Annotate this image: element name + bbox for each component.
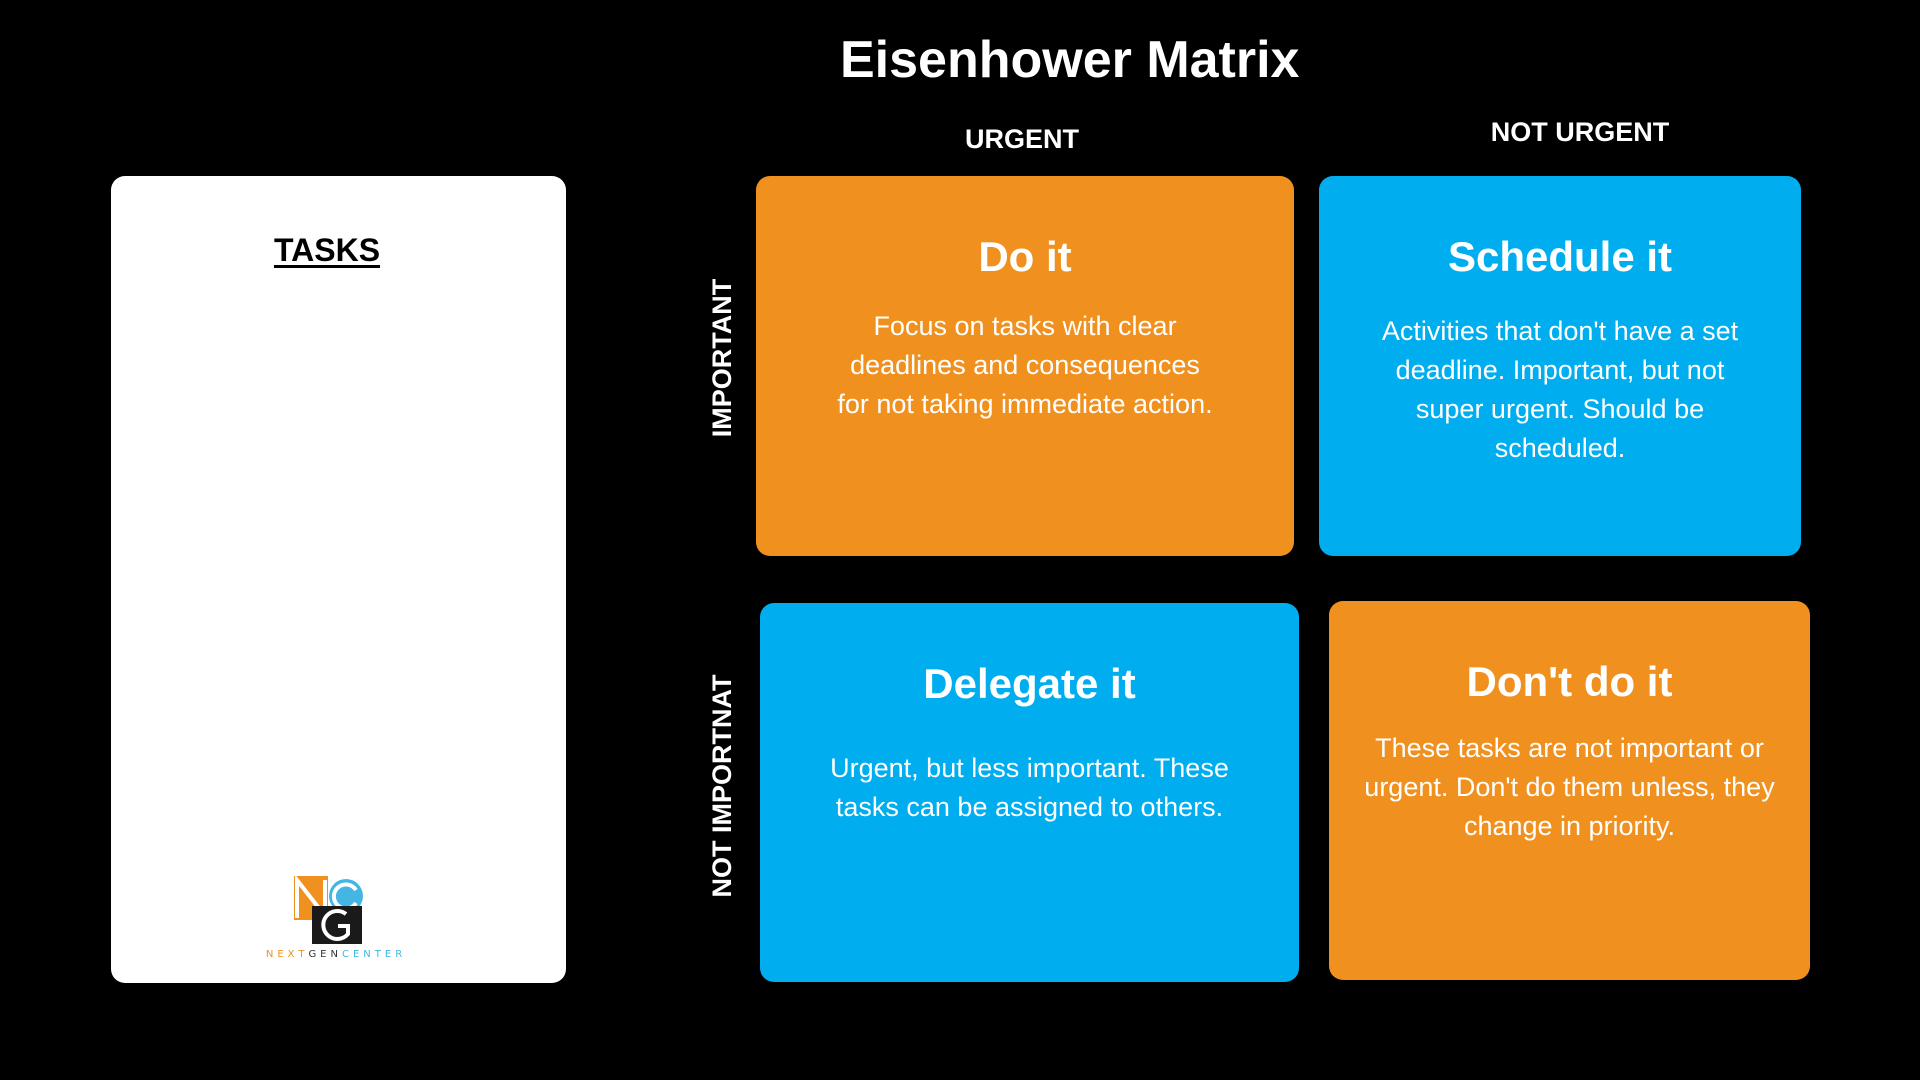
tasks-panel: TASKS NEXTGENCENTER [111, 176, 566, 983]
quadrant-description: Focus on tasks with clear deadlines and … [837, 311, 1213, 419]
quadrant-description: Urgent, but less important. These tasks … [830, 753, 1229, 822]
nextgencenter-logo: NEXTGENCENTER [256, 876, 416, 966]
logo-text-next: NEXT [265, 949, 309, 960]
quadrant-schedule-it: Schedule it Activities that don't have a… [1319, 176, 1801, 556]
quadrant-title: Delegate it [923, 660, 1136, 707]
logo-wordmark: NEXTGENCENTER [256, 948, 416, 962]
quadrant-description: Activities that don't have a set deadlin… [1381, 316, 1739, 463]
quadrant-delegate-it: Delegate it Urgent, but less important. … [760, 603, 1299, 982]
quadrant-dont-do-it: Don't do it These tasks are not importan… [1329, 601, 1810, 980]
quadrant-title: Don't do it [1466, 658, 1673, 705]
column-header-urgent: URGENT [965, 124, 1079, 154]
quadrant-title: Schedule it [1447, 233, 1673, 280]
column-header-not-urgent: NOT URGENT [1490, 117, 1670, 147]
quadrant-do-it: Do it Focus on tasks with clear deadline… [756, 176, 1294, 556]
tasks-heading: TASKS [273, 232, 381, 268]
quadrant-description: These tasks are not important or urgent.… [1364, 733, 1775, 841]
logo-text-gen: GEN [308, 949, 342, 960]
quadrant-title: Do it [978, 233, 1072, 280]
ngc-logo-icon [294, 876, 363, 944]
page-title: Eisenhower Matrix [840, 31, 1300, 89]
logo-text-center: CENTER [342, 949, 407, 960]
row-header-important: IMPORTANT [707, 278, 737, 438]
row-header-not-important: NOT IMPORTNAT [707, 674, 737, 898]
